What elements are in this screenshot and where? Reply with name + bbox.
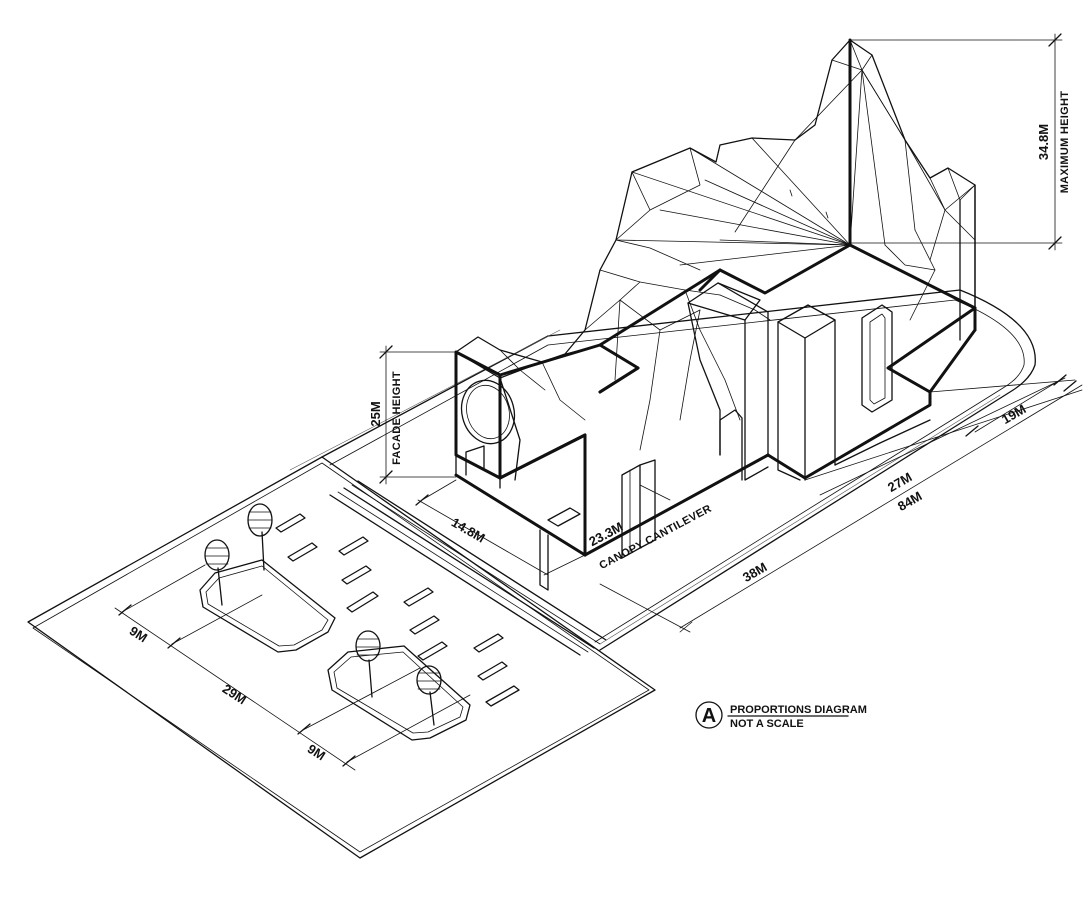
parking-stalls	[275, 513, 520, 707]
round-window	[460, 379, 516, 445]
dim-east-27: 27M	[885, 469, 914, 495]
dim-east-19: 19M	[999, 401, 1028, 427]
dim-total-84: 84M	[895, 488, 924, 514]
dimension-lines	[114, 33, 1083, 771]
parking-island-2	[327, 645, 471, 741]
tree-4	[416, 665, 442, 726]
dim-max-height: 34.8M	[1036, 124, 1051, 160]
roof-faceted-mass	[455, 39, 976, 451]
parking-island-1	[199, 559, 336, 653]
dim-lot-9b: 9M	[305, 741, 328, 763]
dim-front-38: 38M	[740, 559, 769, 585]
site-ground	[27, 289, 1036, 859]
label-maximum-height: MAXIMUM HEIGHT	[1059, 91, 1071, 194]
tree-2	[204, 539, 230, 606]
dim-lot-9a: 9M	[127, 623, 150, 645]
legend-title: PROPORTIONS DIAGRAM	[730, 704, 867, 716]
dim-depth: 14.8M	[449, 515, 488, 546]
tree-1	[247, 503, 273, 571]
diagram-legend: A PROPORTIONS DIAGRAM NOT A SCALE	[695, 701, 867, 730]
label-facade-height: FACADE HEIGHT	[391, 371, 403, 465]
dim-facade-height: 25M	[368, 401, 383, 426]
tree-3	[355, 630, 381, 698]
legend-subtitle: NOT A SCALE	[730, 718, 804, 730]
legend-badge: A	[702, 705, 716, 727]
legend-badge-circle	[695, 701, 723, 729]
dim-lot-29: 29M	[220, 681, 249, 707]
